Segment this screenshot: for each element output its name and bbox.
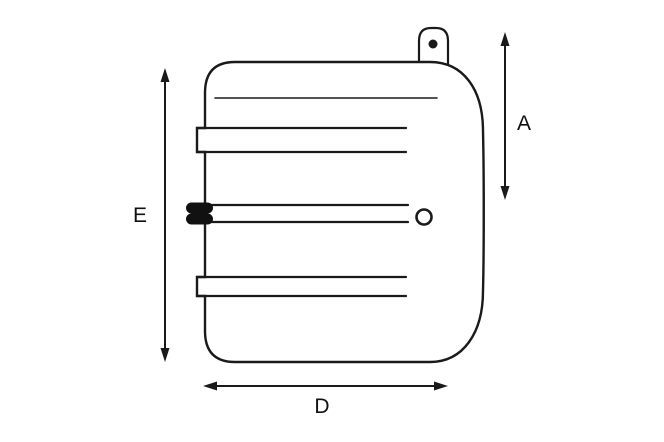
arrowhead-d-left	[203, 381, 217, 391]
dimension-label-a: A	[517, 112, 531, 135]
dimension-label-d: D	[314, 395, 329, 418]
dimension-label-e: E	[133, 204, 147, 227]
part-outline	[195, 60, 485, 364]
arrowhead-a-top	[500, 32, 510, 46]
dimension-d: D	[203, 381, 448, 418]
tab-hole	[428, 39, 438, 49]
dimension-a: A	[500, 32, 531, 200]
arrowhead-e-bottom	[160, 348, 170, 362]
arrowhead-a-bottom	[500, 186, 510, 200]
arrowhead-d-right	[434, 381, 448, 391]
retainer-clip	[186, 202, 213, 225]
dimension-e: E	[133, 68, 170, 362]
arrowhead-e-top	[160, 68, 170, 82]
rivet-hole	[415, 208, 433, 226]
